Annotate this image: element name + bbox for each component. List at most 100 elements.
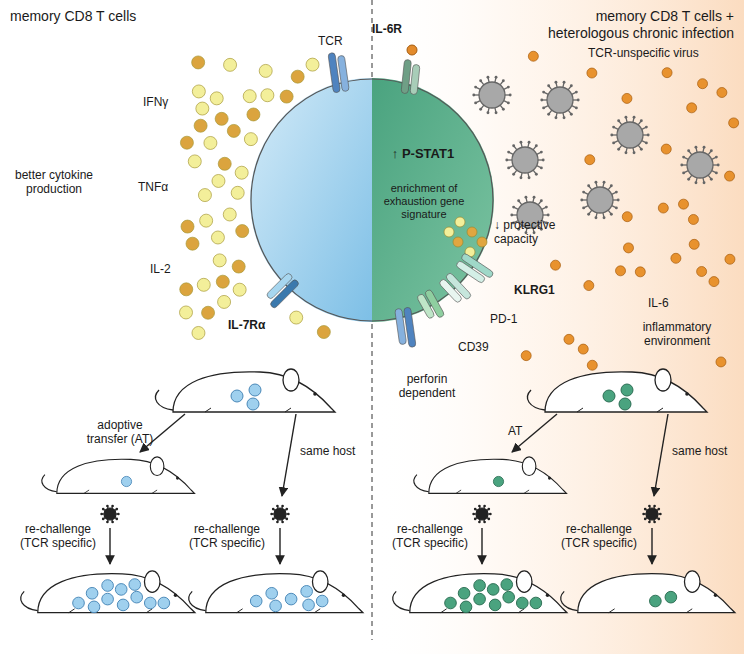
text-label: re-challenge (TCR specific) [15, 522, 101, 551]
il6-dot [661, 144, 671, 154]
text-label: AT [508, 424, 538, 438]
t-cell-dot [460, 601, 472, 613]
mouse [155, 369, 335, 412]
il6-dot [528, 51, 538, 61]
il6-dot [616, 266, 626, 276]
text-label: IL-2 [150, 262, 190, 276]
cytokine-dot [218, 157, 231, 170]
il6-dot [622, 212, 632, 222]
t-cell-dot [301, 586, 313, 598]
text-label: re-challenge (TCR specific) [387, 522, 473, 551]
cytokine-dot [291, 70, 304, 83]
cytokine-dot [186, 237, 199, 250]
cytokine-dots [180, 51, 739, 370]
cytokine-dot [218, 295, 231, 308]
t-cell-dot [158, 597, 170, 609]
cytokine-dot [216, 275, 229, 288]
il6-dot [585, 155, 595, 165]
il6-dot [725, 171, 735, 181]
il6-dot [709, 277, 719, 287]
t-cell-dot [650, 595, 662, 607]
text-label: adoptive transfer (AT) [80, 418, 160, 447]
cytokine-dot [243, 90, 256, 103]
cytokine-dot [192, 326, 205, 339]
mouse [21, 571, 195, 613]
text-label: memory CD8 T cells + heterologous chroni… [514, 8, 734, 42]
cytokine-dot [188, 155, 201, 168]
il6-dot [587, 360, 597, 370]
t-cell-dot [445, 597, 457, 609]
t-cell-dot [665, 591, 677, 603]
flow-arrow [651, 528, 652, 564]
il6-dot [623, 243, 633, 253]
cytokine-dot [227, 124, 240, 137]
cytokine-dot [180, 306, 193, 319]
il6-dot [521, 351, 531, 361]
cytokine-dot [196, 102, 209, 115]
virus-icon [680, 146, 719, 184]
cytokine-dot [192, 56, 205, 69]
cytokine-dot [247, 108, 260, 121]
t-cell-dot [102, 593, 114, 605]
il6-dot [716, 357, 726, 367]
flow-arrow [279, 528, 280, 564]
t-cell-dot [516, 597, 528, 609]
virus-icon [580, 181, 619, 219]
text-label: TNFα [138, 180, 178, 194]
flow-arrow [109, 528, 110, 564]
t-cell-dot [530, 597, 542, 609]
cytokine-dot [202, 306, 215, 319]
cytokine-dot [200, 214, 213, 227]
text-label: re-challenge (TCR specific) [184, 522, 270, 551]
il6-dot [671, 253, 681, 263]
cytokine-dot [455, 217, 465, 227]
text-label: CD39 [458, 340, 498, 354]
text-label: perforin dependent [384, 372, 470, 401]
cell-text: enrichment of exhaustion gene signature [374, 182, 474, 222]
t-cell-dot [270, 600, 282, 612]
virus-icon [472, 505, 491, 524]
text-label: IL-6 [648, 296, 688, 310]
il6-dot [687, 103, 697, 113]
text-label: inflammatory environment [622, 320, 732, 349]
cytokine-dot [224, 58, 237, 71]
t-cell-dot [88, 601, 100, 613]
t-cell-dot [250, 595, 262, 607]
cell-text: ↑ P-STAT1 [378, 146, 468, 162]
t-cell-dot [474, 593, 486, 605]
mouse-experiments [21, 369, 735, 613]
text-label: memory CD8 T cells [10, 8, 210, 25]
cytokine-dot [180, 136, 193, 149]
il6-dot [698, 79, 708, 89]
cytokine-dot [235, 166, 248, 179]
t-cell-dot [501, 579, 513, 591]
cytokine-dot [290, 311, 303, 324]
pd1-receptor [438, 272, 472, 306]
cytokine-dot [215, 112, 228, 125]
text-label: KLRG1 [514, 283, 564, 297]
klrg1-receptor [455, 253, 494, 286]
cytokine-dot [444, 227, 454, 237]
cytokine-dot [261, 89, 274, 102]
cytokine-dot [236, 225, 249, 238]
flow-arrow [654, 414, 668, 496]
il6-dot [578, 344, 588, 354]
t-cell-dot [285, 593, 297, 605]
t-cell-dot [144, 597, 156, 609]
t-cell-dot [131, 591, 143, 603]
t-cell-dot [117, 599, 129, 611]
tcr-receptor [395, 307, 416, 349]
il6-dot [564, 334, 574, 344]
cytokine-dot [198, 189, 211, 202]
il7r-receptor [263, 272, 300, 309]
cytokine-dot [181, 220, 194, 233]
t-cell-dot [503, 591, 515, 603]
il6-dot [729, 118, 739, 128]
cytokine-dot [210, 92, 223, 105]
virus-icon [100, 505, 119, 524]
text-label: same host [300, 444, 370, 458]
cytokine-dot [280, 90, 293, 103]
t-cell-dot [603, 390, 615, 402]
flow-arrow [282, 414, 296, 496]
